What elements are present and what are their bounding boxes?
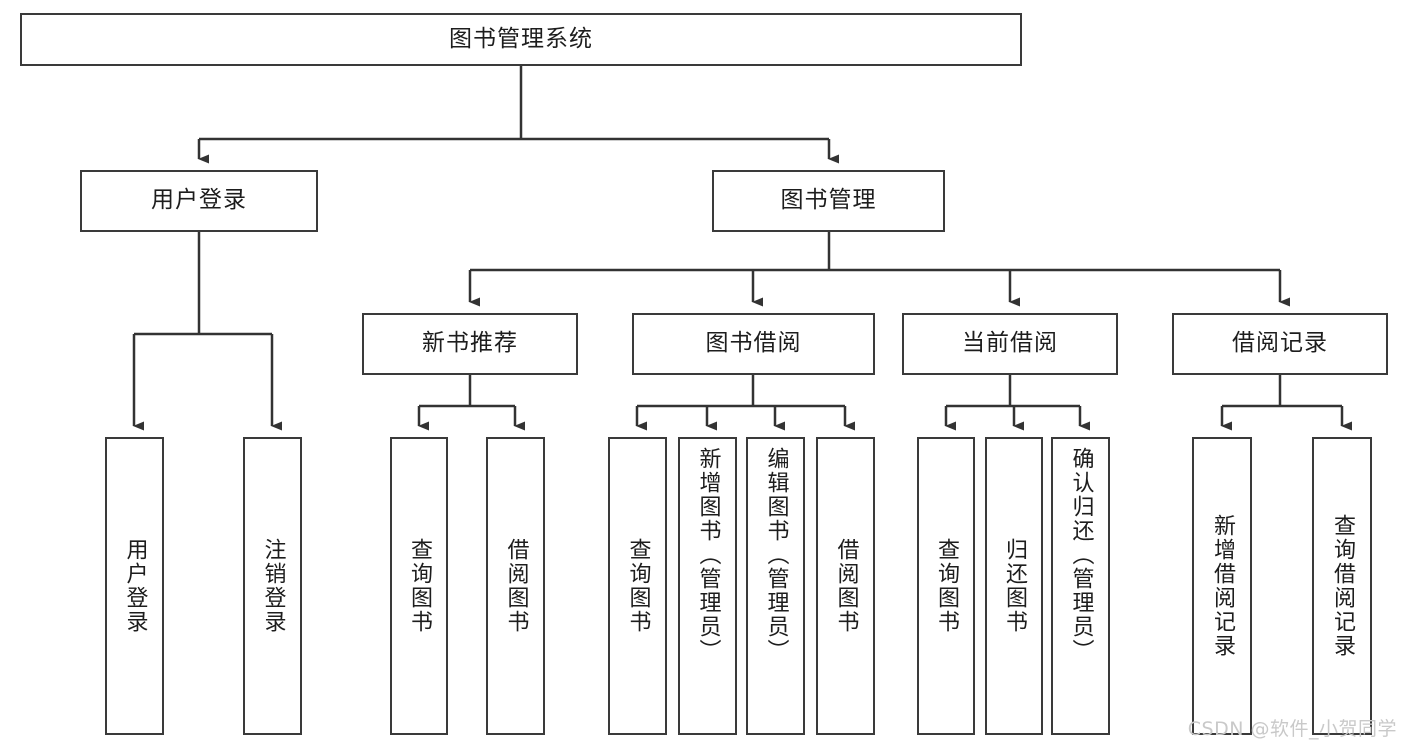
node-label: 图书管理系统: [449, 25, 593, 52]
node-label: 新书推荐: [422, 330, 518, 357]
node-label: 图书借阅: [705, 330, 802, 357]
node-leaf-add-book-admin[interactable]: 新增图书（管理员）: [678, 437, 737, 735]
node-leaf-borrow-book-2[interactable]: 借阅图书: [816, 437, 875, 735]
node-label: 借阅记录: [1232, 330, 1328, 357]
node-label: 用户登录: [122, 538, 148, 634]
node-book-manage[interactable]: 图书管理: [712, 170, 945, 232]
node-label: 用户登录: [151, 187, 247, 214]
node-label: 当前借阅: [962, 330, 1058, 357]
node-label: 注销登录: [260, 538, 286, 634]
node-label: 编辑图书（管理员）: [763, 447, 789, 663]
node-leaf-query-book-3[interactable]: 查询图书: [917, 437, 975, 735]
node-leaf-user-login[interactable]: 用户登录: [105, 437, 164, 735]
node-label: 确认归还（管理员）: [1068, 447, 1094, 663]
node-label: 查询图书: [933, 538, 959, 634]
node-label: 图书管理: [780, 187, 877, 214]
node-label: 借阅图书: [833, 538, 859, 634]
node-leaf-logout[interactable]: 注销登录: [243, 437, 302, 735]
node-leaf-edit-book-admin[interactable]: 编辑图书（管理员）: [746, 437, 805, 735]
node-book-borrow[interactable]: 图书借阅: [632, 313, 875, 375]
node-leaf-query-borrow-record[interactable]: 查询借阅记录: [1312, 437, 1372, 735]
node-label: 查询图书: [406, 538, 432, 634]
node-label: 查询借阅记录: [1329, 514, 1355, 658]
node-leaf-return-book[interactable]: 归还图书: [985, 437, 1043, 735]
node-root[interactable]: 图书管理系统: [20, 13, 1022, 66]
node-label: 新增图书（管理员）: [695, 447, 721, 663]
node-user-login[interactable]: 用户登录: [80, 170, 318, 232]
node-leaf-confirm-return-admin[interactable]: 确认归还（管理员）: [1051, 437, 1110, 735]
watermark-text: CSDN @软件_小贺同学: [1187, 718, 1397, 740]
node-label: 归还图书: [1001, 538, 1027, 634]
node-label: 借阅图书: [503, 538, 529, 634]
node-label: 查询图书: [625, 538, 651, 634]
node-leaf-query-book-2[interactable]: 查询图书: [608, 437, 667, 735]
node-leaf-query-book-1[interactable]: 查询图书: [390, 437, 448, 735]
node-label: 新增借阅记录: [1209, 514, 1235, 658]
node-new-book-rec[interactable]: 新书推荐: [362, 313, 578, 375]
node-borrow-record[interactable]: 借阅记录: [1172, 313, 1388, 375]
node-leaf-borrow-book-1[interactable]: 借阅图书: [486, 437, 545, 735]
node-leaf-add-borrow-record[interactable]: 新增借阅记录: [1192, 437, 1252, 735]
node-current-borrow[interactable]: 当前借阅: [902, 313, 1118, 375]
